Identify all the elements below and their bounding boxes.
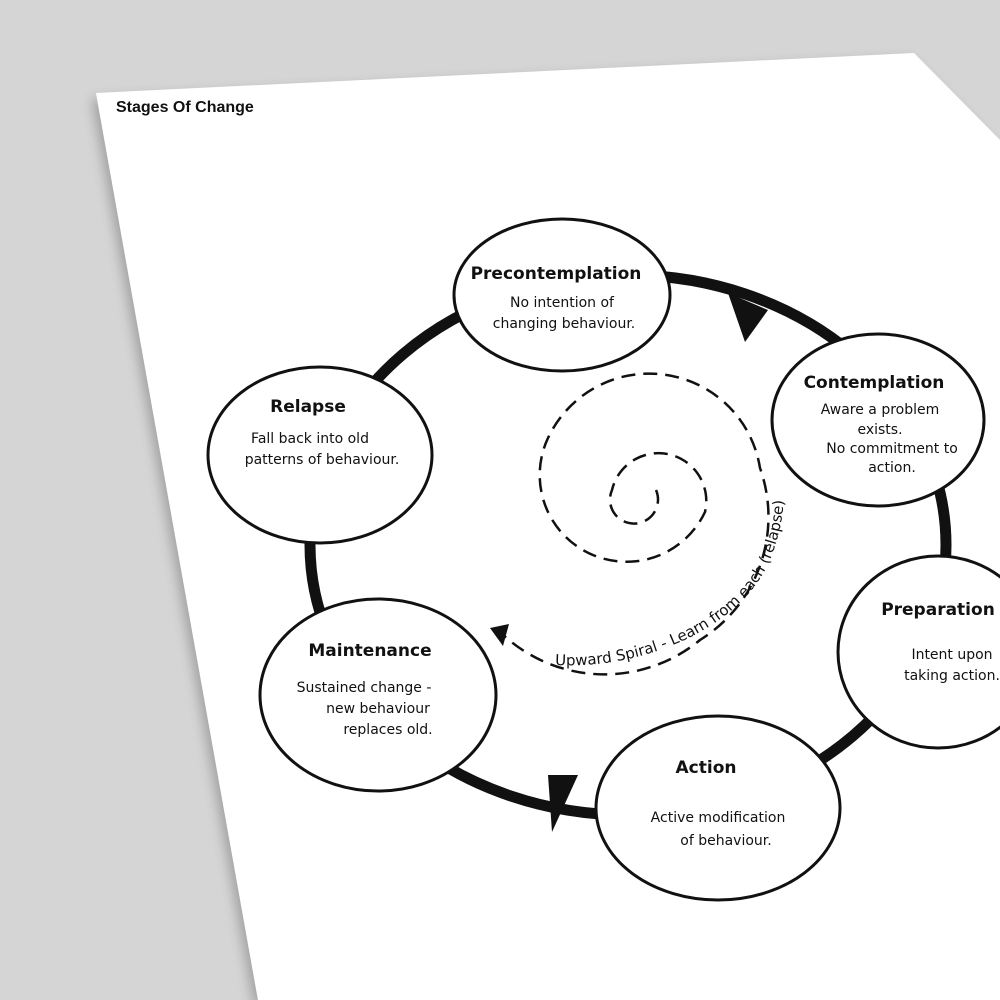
stage-desc-line: Fall back into old [251,431,369,447]
stage-title: Action [676,758,737,778]
stage-relapse: Relapse Fall back into old patterns of b… [206,365,434,545]
stage-title: Precontemplation [471,264,642,284]
stage-desc-line: replaces old. [343,722,432,738]
stage-desc-line: of behaviour. [680,833,771,849]
stage-precontemplation: Precontemplation No intention of changin… [452,217,672,373]
stage-circle [770,332,986,508]
stage-circle [258,597,498,793]
cycle-arrow-bottom-left-icon [548,775,578,832]
cycle-arrow-top-right-icon [728,293,768,342]
stage-circle [206,365,434,545]
stage-desc-line: exists. [857,422,902,438]
stage-title: Contemplation [804,373,945,393]
stage-desc-line: taking action. [904,668,1000,684]
stage-maintenance: Maintenance Sustained change - new behav… [258,597,498,793]
stage-action: Action Active modification of behaviour. [594,714,842,902]
stage-desc-line: No commitment to [826,441,958,457]
inner-spiral [499,372,770,676]
stage-desc-line: Active modification [651,810,786,826]
spiral-label: Upward Spiral - Learn from each (relapse… [555,499,788,669]
spiral-arrow-icon [490,624,509,646]
stage-title: Relapse [270,397,346,417]
spiral-path [499,372,770,676]
stage-circle [836,554,1000,750]
stage-contemplation: Contemplation Aware a problem exists. No… [770,332,986,508]
stage-circle [594,714,842,902]
stage-circle [452,217,672,373]
stage-desc-line: Aware a problem [821,402,940,418]
stage-desc-line: No intention of [510,295,615,311]
stage-desc-line: changing behaviour. [493,316,636,332]
stage-title: Preparation [881,600,995,620]
stage-desc-line: Sustained change - [297,680,432,696]
stage-desc-line: new behaviour [326,701,430,717]
stage-desc-line: patterns of behaviour. [245,452,400,468]
document-title: Stages Of Change [116,99,254,116]
stage-desc-line: Intent upon [911,647,992,663]
stage-preparation: Preparation Intent upon taking action. [836,554,1000,750]
stage-desc-line: action. [868,460,916,476]
stage-title: Maintenance [308,641,431,661]
